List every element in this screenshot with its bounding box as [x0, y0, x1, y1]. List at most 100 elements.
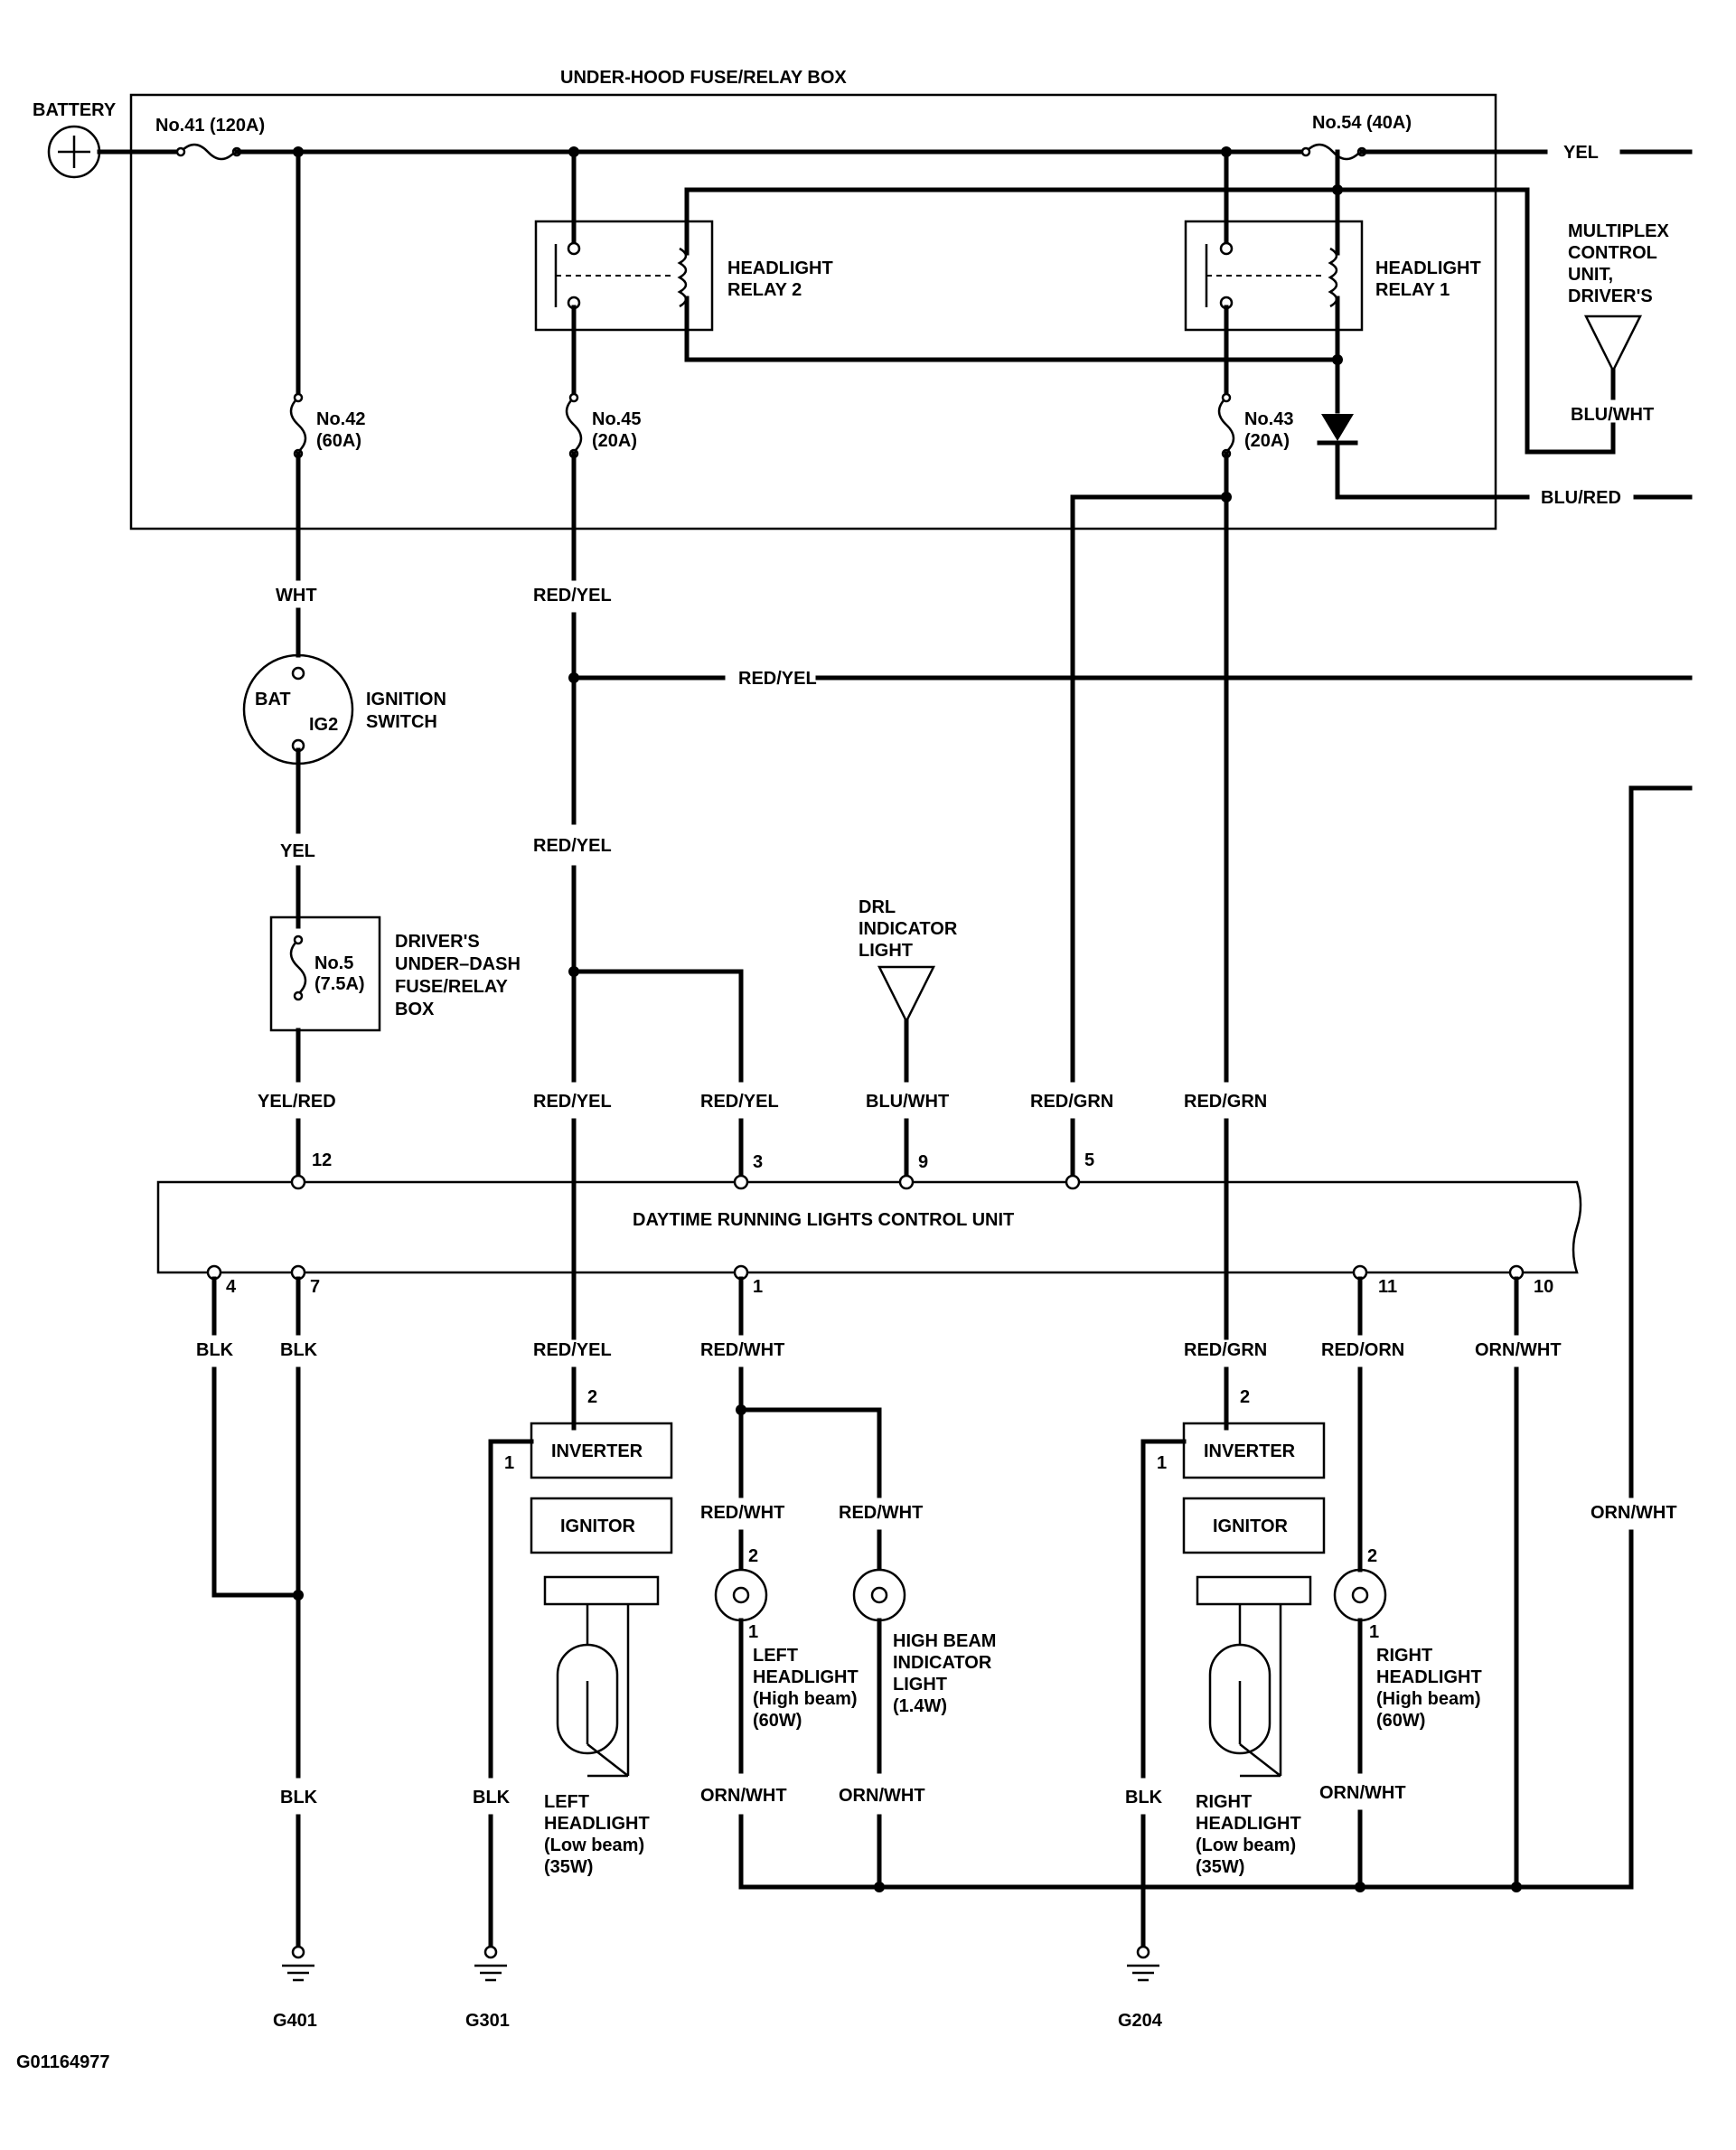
right-low-beam-bulb — [1208, 1643, 1272, 1755]
diode-symbol — [1317, 414, 1358, 446]
underdash-l2: UNDER–DASH — [395, 954, 521, 974]
fuse-54-label: No.54 (40A) — [1312, 113, 1412, 133]
multiplex-l4: DRIVER'S — [1568, 286, 1653, 306]
wire-label-red-grn-3: RED/GRN — [1184, 1340, 1267, 1360]
right-high-l1: RIGHT — [1376, 1646, 1432, 1666]
right-inverter-label: INVERTER — [1204, 1441, 1296, 1461]
wire-label-blu-wht-top: BLU/WHT — [1571, 405, 1654, 425]
pin-1-right-high: 1 — [1369, 1622, 1379, 1642]
fuse-43-no: No.43 — [1244, 409, 1293, 429]
right-low-l3: (Low beam) — [1196, 1835, 1296, 1855]
fuse-5-no: No.5 — [314, 953, 353, 973]
pin-9: 9 — [918, 1152, 928, 1172]
fuse-43-symbol — [1217, 392, 1235, 459]
wire-label-yel-top: YEL — [1563, 143, 1599, 163]
hb-indicator-l2: INDICATOR — [893, 1653, 992, 1673]
wire-label-red-grn-2: RED/GRN — [1184, 1092, 1267, 1112]
wire-label-red-orn: RED/ORN — [1321, 1340, 1404, 1360]
fuse-42-symbol — [289, 392, 307, 459]
pin-1-left-high: 1 — [748, 1622, 758, 1642]
wire-label-red-yel-5: RED/YEL — [533, 1340, 612, 1360]
figure-id: G01164977 — [16, 2052, 109, 2072]
pin-12: 12 — [312, 1150, 332, 1170]
wire-label-blk-g401: BLK — [280, 1788, 318, 1807]
wire-label-yel-ign: YEL — [280, 841, 315, 861]
hb-indicator-l3: LIGHT — [893, 1675, 947, 1695]
right-inverter-box — [1182, 1422, 1326, 1479]
pin-5: 5 — [1084, 1150, 1094, 1170]
left-ignitor-box — [530, 1497, 673, 1554]
wire-label-blu-wht-drl: BLU/WHT — [866, 1092, 949, 1112]
wire-label-blk-7: BLK — [280, 1340, 318, 1360]
right-high-beam-bulb — [1333, 1568, 1387, 1622]
underdash-l4: BOX — [395, 1000, 435, 1019]
control-unit-label: DAYTIME RUNNING LIGHTS CONTROL UNIT — [633, 1210, 1014, 1230]
wire-label-yel-red: YEL/RED — [258, 1092, 336, 1112]
wire-label-orn-wht-10: ORN/WHT — [1475, 1340, 1562, 1360]
battery-symbol — [47, 125, 101, 179]
left-inverter-box — [530, 1422, 673, 1479]
multiplex-l1: MULTIPLEX — [1568, 221, 1670, 241]
high-beam-indicator-bulb — [852, 1568, 906, 1622]
battery-label: BATTERY — [33, 100, 117, 120]
wire-label-orn-wht-3: ORN/WHT — [1319, 1783, 1406, 1803]
relay-2-box — [534, 220, 714, 332]
ground-g301: G301 — [465, 2011, 510, 2031]
fuse-41-label: No.41 (120A) — [155, 116, 265, 136]
right-ignitor-box — [1182, 1497, 1326, 1554]
ground-g204-symbol — [1127, 1945, 1159, 1982]
hb-indicator-l4: (1.4W) — [893, 1696, 947, 1716]
drl-indicator-l2: INDICATOR — [859, 919, 958, 939]
underdash-box — [269, 915, 381, 1032]
fuse-45-no: No.45 — [592, 409, 641, 429]
relay-1-l1: HEADLIGHT — [1375, 258, 1481, 278]
ground-g301-symbol — [474, 1945, 507, 1982]
pin-2-left-high: 2 — [748, 1546, 758, 1566]
wire-label-red-yel-1: RED/YEL — [533, 586, 612, 606]
wire-label-red-yel-2: RED/YEL — [533, 836, 612, 856]
pin-1-right-inverter: 1 — [1157, 1453, 1167, 1473]
multiplex-antenna-icon — [1583, 315, 1643, 373]
under-hood-box — [129, 93, 1497, 530]
left-inverter-label: INVERTER — [551, 1441, 643, 1461]
fuse-5-a: (7.5A) — [314, 974, 365, 994]
left-low-l4: (35W) — [544, 1857, 593, 1877]
wire-label-orn-wht-2: ORN/WHT — [839, 1786, 925, 1806]
wire-label-orn-wht-right: ORN/WHT — [1591, 1503, 1677, 1523]
left-bulb-base — [543, 1575, 660, 1606]
ignition-bat: BAT — [255, 690, 291, 709]
wire-label-red-yel-right: RED/YEL — [738, 669, 817, 689]
ground-g401: G401 — [273, 2011, 317, 2031]
hb-indicator-l1: HIGH BEAM — [893, 1631, 996, 1651]
left-high-l4: (60W) — [753, 1711, 802, 1731]
right-high-l4: (60W) — [1376, 1711, 1425, 1731]
multiplex-l2: CONTROL — [1568, 243, 1657, 263]
fuse-5-symbol — [289, 934, 307, 1001]
drl-indicator-l1: DRL — [859, 897, 896, 917]
wire-label-red-yel-3: RED/YEL — [533, 1092, 612, 1112]
right-low-l2: HEADLIGHT — [1196, 1814, 1301, 1834]
underdash-l1: DRIVER'S — [395, 932, 480, 952]
wire-label-blk-g301: BLK — [473, 1788, 511, 1807]
ground-g401-symbol — [282, 1945, 314, 1982]
wire-label-red-wht-2: RED/WHT — [700, 1503, 784, 1523]
left-low-l1: LEFT — [544, 1792, 589, 1812]
drl-indicator-antenna-icon — [877, 965, 936, 1024]
wire-label-red-wht-1: RED/WHT — [700, 1340, 784, 1360]
pin-10: 10 — [1534, 1277, 1553, 1297]
left-high-beam-bulb — [714, 1568, 768, 1622]
left-low-l2: HEADLIGHT — [544, 1814, 650, 1834]
wire-label-red-grn-1: RED/GRN — [1030, 1092, 1113, 1112]
right-bulb-base — [1196, 1575, 1312, 1606]
pin-4: 4 — [226, 1277, 237, 1297]
left-low-beam-bulb — [556, 1643, 619, 1755]
fuse-45-symbol — [565, 392, 583, 459]
pin-2-right-high: 2 — [1367, 1546, 1377, 1566]
wire-label-wht: WHT — [276, 586, 317, 606]
fuse-43-a: (20A) — [1244, 431, 1290, 451]
drl-indicator-l3: LIGHT — [859, 941, 913, 961]
relay-1-box — [1184, 220, 1364, 332]
fuse-42-a: (60A) — [316, 431, 361, 451]
multiplex-l3: UNIT, — [1568, 265, 1613, 285]
